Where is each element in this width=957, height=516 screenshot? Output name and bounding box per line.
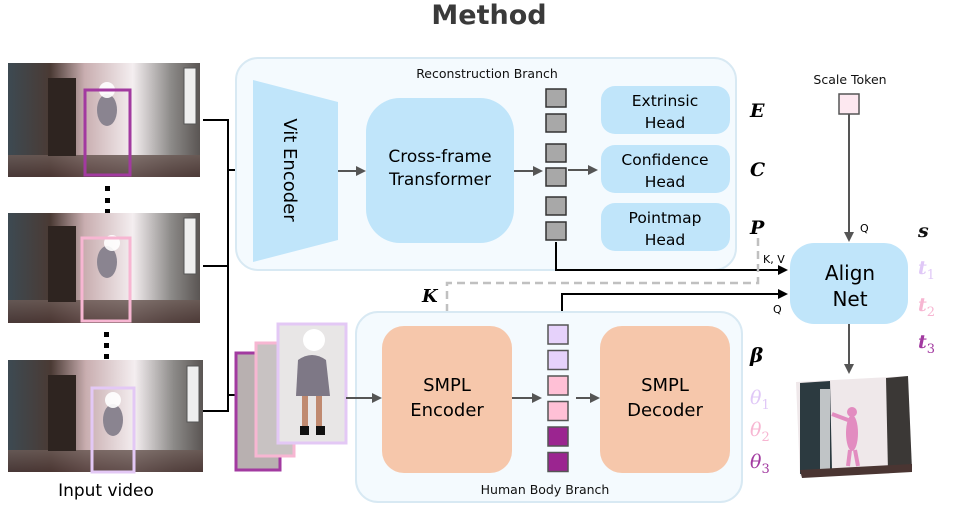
- human-token: [547, 451, 569, 473]
- input-frame-3: [8, 360, 203, 474]
- vit-encoder-block: [253, 80, 338, 262]
- human-token: [547, 400, 569, 422]
- smpl-decoder-label-1: SMPL: [641, 375, 689, 396]
- cross-frame-transformer-block: [366, 98, 514, 243]
- smpl-encoder-block: [382, 326, 512, 473]
- heads-group: ExtrinsicHeadEConfidenceHeadCPointmapHea…: [601, 86, 765, 251]
- scale-token: [838, 93, 860, 115]
- head-label-line1: Extrinsic: [632, 92, 698, 110]
- head-label-line2: Head: [645, 231, 686, 249]
- align-output-t3: t3: [918, 331, 935, 357]
- vit-encoder-label: Vit Encoder: [279, 118, 300, 222]
- align-output-t2: t2: [918, 294, 935, 320]
- recon-token: [545, 167, 567, 187]
- recon-token: [545, 88, 567, 108]
- transformer-label-1: Cross-frame: [388, 147, 491, 167]
- reconstruction-branch-label: Reconstruction Branch: [416, 66, 558, 81]
- reconstruction-tokens: [545, 88, 567, 241]
- scale-token-label: Scale Token: [813, 72, 886, 87]
- head-symbol-C: C: [750, 159, 765, 181]
- human-token: [547, 426, 569, 447]
- recon-token: [545, 143, 567, 163]
- theta-1: θ1: [750, 387, 770, 413]
- align-output-s: s: [917, 220, 929, 242]
- q-label-lower: Q: [773, 303, 782, 316]
- align-net-label-2: Net: [832, 287, 867, 311]
- head-label-line2: Head: [645, 114, 686, 132]
- person-bbox-3: [90, 386, 136, 474]
- dashed-k-path: [442, 238, 760, 324]
- person-bbox-1: [83, 88, 132, 177]
- head-symbol-E: E: [749, 100, 765, 122]
- recon-token: [545, 221, 567, 241]
- person-bbox-2: [80, 236, 132, 323]
- align-output-t1: t1: [918, 257, 935, 283]
- frame-ellipsis-2: [104, 332, 109, 359]
- theta-symbols: θ1 θ2 θ3: [750, 387, 770, 477]
- smpl-decoder-block: [600, 326, 730, 473]
- smpl-encoder-label-2: Encoder: [410, 400, 484, 421]
- recon-token: [545, 113, 567, 133]
- head-label-line1: Confidence: [621, 151, 708, 169]
- input-frame-2: [8, 213, 200, 323]
- human-token: [547, 349, 569, 371]
- page-title: Method: [431, 0, 546, 31]
- align-net-outputs: s t1 t2 t3: [917, 220, 935, 357]
- recon-token: [545, 196, 567, 216]
- human-token: [547, 324, 569, 345]
- theta-3: θ3: [750, 451, 770, 477]
- beta-symbol: β: [749, 343, 763, 367]
- input-video-label: Input video: [58, 481, 154, 501]
- human-crops-stack: [234, 322, 348, 472]
- human-tokens: [547, 324, 569, 473]
- head-symbol-P: P: [749, 217, 765, 239]
- smpl-decoder-label-2: Decoder: [627, 400, 703, 421]
- transformer-label-2: Transformer: [388, 170, 491, 190]
- human-token: [547, 375, 569, 396]
- head-label-line2: Head: [645, 173, 686, 191]
- kv-label: K, V: [763, 253, 785, 266]
- q-label-upper: Q: [860, 222, 869, 235]
- align-net-block: [790, 243, 908, 324]
- theta-2: θ2: [750, 419, 770, 445]
- input-frame-1: [8, 63, 200, 177]
- align-net-label-1: Align: [825, 261, 875, 285]
- frame-ellipsis-1: [105, 186, 110, 214]
- head-label-line1: Pointmap: [629, 209, 702, 227]
- human-body-branch-label: Human Body Branch: [481, 482, 610, 497]
- smpl-encoder-label-1: SMPL: [423, 375, 471, 396]
- arrow-tokens-to-alignnet-kv: [555, 242, 788, 275]
- output-reconstruction-image: [796, 376, 912, 478]
- k-label: K: [421, 286, 439, 307]
